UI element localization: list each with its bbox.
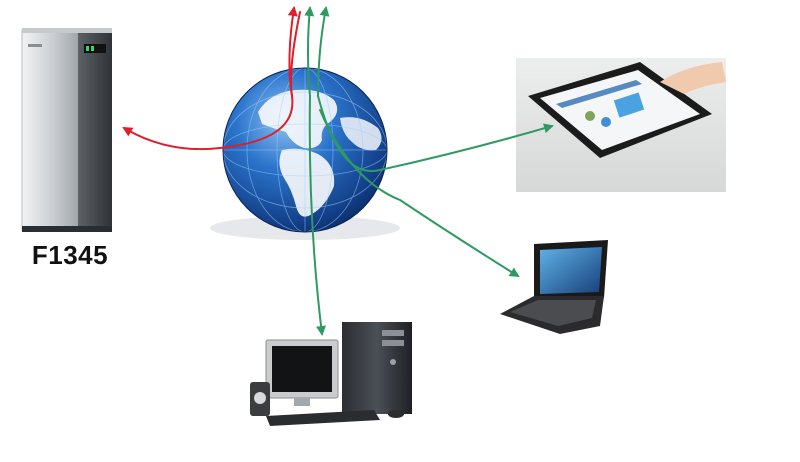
heat-pump-display [84, 44, 106, 53]
tablet-screen-widget [585, 111, 595, 121]
heat-pump-side-panel [78, 30, 112, 230]
tablet-screen-popup [613, 92, 645, 118]
tablet-screen-header-bar [556, 80, 642, 108]
laptop-keyboard [510, 300, 596, 326]
heat-pump-led [91, 46, 94, 51]
arrow-to-tablet [317, 95, 554, 173]
monitor-screen [272, 346, 332, 392]
globe-landmass-asia [340, 117, 382, 151]
globe-landmass-europe [258, 89, 338, 149]
arrow-to-desktop-computer [308, 95, 326, 336]
heat-pump-led [86, 46, 89, 51]
arrow-cloud-to-heat-pump [122, 11, 301, 151]
pc-tower [342, 322, 412, 414]
mouse [388, 410, 404, 418]
heat-pump-top [22, 28, 112, 33]
monitor-stand [294, 398, 310, 406]
tablet-icon [516, 58, 726, 192]
globe-icon [210, 67, 400, 240]
arrow-to-laptop [319, 109, 520, 278]
keyboard [266, 410, 380, 426]
arrow-desktop-uplink [304, 6, 315, 97]
pc-tower-power-button [390, 359, 396, 365]
laptop-screen [540, 247, 602, 294]
tablet-screen-widget [601, 117, 611, 127]
heat-pump-base [22, 226, 112, 232]
pc-tower-drive-bay [382, 340, 404, 346]
heat-pump-model-label: F1345 [31, 240, 109, 270]
arrow-heat-pump-to-cloud [287, 6, 298, 97]
left-speaker-cone [254, 392, 266, 404]
globe-outline [222, 67, 388, 233]
arrow-tablet-uplink [317, 6, 330, 97]
laptop-icon [500, 240, 608, 334]
tablet-hand [660, 62, 726, 94]
heat-pump-unit-icon [21, 28, 112, 232]
globe-landmass-africa [279, 148, 335, 217]
heat-pump-logo-mark [28, 44, 42, 47]
connection-arrows [122, 6, 554, 336]
pc-tower-drive-bay [382, 330, 404, 336]
heat-pump-front-panel [21, 29, 81, 231]
desktop-computer-icon [250, 322, 412, 426]
